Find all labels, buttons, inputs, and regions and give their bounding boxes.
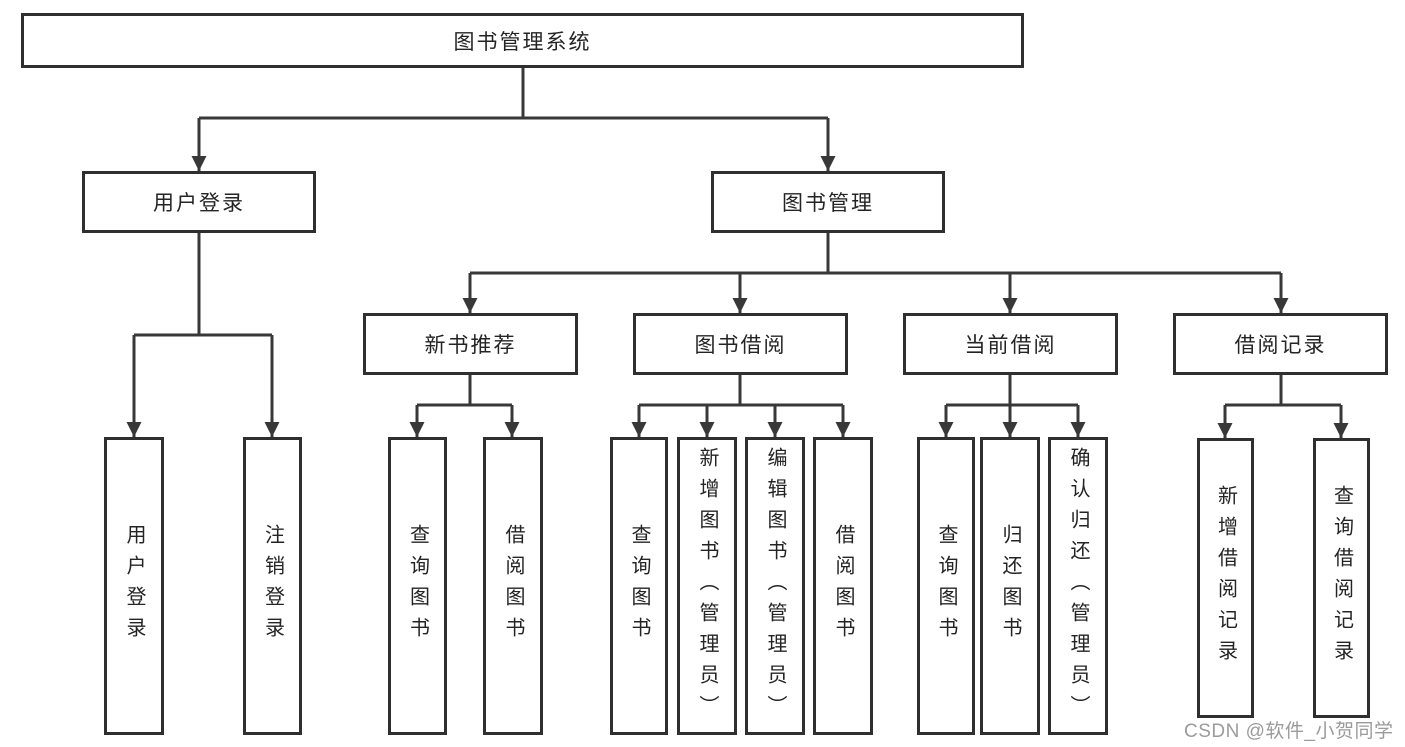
leaf-query-books-recommend: 查询图书 xyxy=(388,437,447,735)
leaf-query-borrow-record: 查询借阅记录 xyxy=(1313,438,1370,718)
leaf-add-books-admin: 新增图书（管理员） xyxy=(677,437,737,735)
node-new-book-recommendation: 新书推荐 xyxy=(363,313,578,375)
leaf-borrow-books-recommend: 借阅图书 xyxy=(483,437,543,735)
leaf-return-books: 归还图书 xyxy=(980,437,1040,735)
node-borrowing-records: 借阅记录 xyxy=(1173,313,1388,375)
node-library-management-system: 图书管理系统 xyxy=(21,13,1024,68)
node-book-borrowing: 图书借阅 xyxy=(633,313,848,375)
leaf-query-books-current: 查询图书 xyxy=(917,437,975,735)
leaf-borrow-books-borrowing: 借阅图书 xyxy=(813,437,873,735)
leaf-query-books-borrowing: 查询图书 xyxy=(610,437,668,735)
node-book-management: 图书管理 xyxy=(711,171,945,233)
node-current-borrowing: 当前借阅 xyxy=(903,313,1118,375)
leaf-add-borrow-record: 新增借阅记录 xyxy=(1197,438,1254,718)
csdn-watermark: CSDN @软件_小贺同学 xyxy=(1184,721,1394,742)
node-user-login: 用户登录 xyxy=(82,171,316,233)
leaf-confirm-return-admin: 确认归还（管理员） xyxy=(1048,437,1108,735)
leaf-user-login: 用户登录 xyxy=(104,437,164,735)
leaf-edit-books-admin: 编辑图书（管理员） xyxy=(745,437,805,735)
connector-trunks xyxy=(134,68,1341,407)
leaf-logout: 注销登录 xyxy=(243,437,302,735)
